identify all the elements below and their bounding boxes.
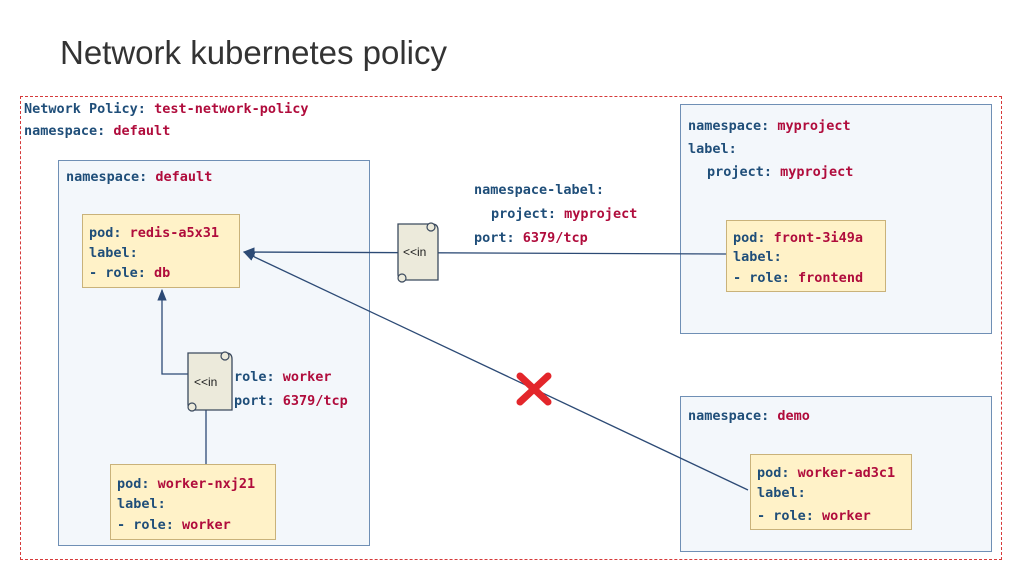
- policy-name-key: Network Policy:: [24, 101, 146, 117]
- scroll-label: <<in: [194, 375, 217, 389]
- role-value: db: [154, 265, 171, 281]
- pod-worker-demo: pod: worker-ad3c1 label: - role: worker: [750, 454, 912, 530]
- ns-myproject-project-key: project:: [707, 164, 773, 180]
- rule-project-value: myproject: [564, 206, 638, 222]
- rule-pod-text: role: worker port: 6379/tcp: [234, 365, 348, 413]
- ns-myproject-label-key: label:: [688, 141, 737, 157]
- edge-worker-to-redis-upper: [157, 288, 190, 375]
- namespace-demo-label: namespace: demo: [688, 405, 810, 427]
- policy-namespace-value: default: [113, 123, 171, 139]
- label-key: label:: [89, 245, 138, 261]
- role-key: - role:: [733, 270, 790, 286]
- ns-demo-key: namespace:: [688, 408, 770, 424]
- role-value: worker: [182, 517, 231, 533]
- ns-default-value: default: [155, 169, 213, 185]
- rule-role-value: worker: [282, 369, 332, 385]
- role-key: - role:: [117, 517, 174, 533]
- role-key: - role:: [89, 265, 146, 281]
- role-key: - role:: [757, 508, 814, 524]
- namespace-myproject-box: [680, 104, 992, 334]
- rule-nslabel-key: namespace-label:: [474, 182, 605, 198]
- pod-front: pod: front-3i49a label: - role: frontend: [726, 220, 886, 292]
- ns-myproject-value: myproject: [777, 118, 851, 134]
- policy-namespace-key: namespace:: [24, 123, 106, 139]
- ns-myproject-project-value: myproject: [780, 164, 854, 180]
- role-value: worker: [822, 508, 871, 524]
- rule-port-value: 6379/tcp: [282, 393, 348, 409]
- scroll-label: <<in: [403, 245, 426, 259]
- ns-demo-value: demo: [777, 408, 810, 424]
- pod-name: worker-ad3c1: [797, 465, 896, 481]
- label-key: label:: [733, 249, 782, 265]
- pod-key: pod:: [89, 225, 122, 241]
- edge-front-to-redis: [242, 247, 727, 257]
- ns-default-key: namespace:: [66, 169, 148, 185]
- ingress-scroll-pod: <<in: [187, 351, 233, 412]
- ingress-scroll-namespace: <<in: [397, 222, 439, 283]
- policy-name-value: test-network-policy: [154, 101, 309, 117]
- rule-port-value: 6379/tcp: [522, 230, 588, 246]
- rule-port-key: port:: [234, 393, 275, 409]
- namespace-default-label: namespace: default: [66, 166, 212, 188]
- network-policy-boundary: [20, 96, 1002, 560]
- pod-key: pod:: [757, 465, 790, 481]
- rule-port-key: port:: [474, 230, 515, 246]
- policy-header: Network Policy: test-network-policy name…: [24, 98, 309, 142]
- rule-role-key: role:: [234, 369, 275, 385]
- page-title: Network kubernetes policy: [60, 34, 448, 71]
- pod-key: pod:: [117, 476, 150, 492]
- deny-x-icon: [516, 372, 552, 406]
- ns-myproject-key: namespace:: [688, 118, 770, 134]
- pod-name: redis-a5x31: [129, 225, 220, 241]
- role-value: frontend: [798, 270, 864, 286]
- rule-project-key: project:: [491, 206, 557, 222]
- pod-worker-default: pod: worker-nxj21 label: - role: worker: [110, 464, 276, 540]
- pod-key: pod:: [733, 230, 766, 246]
- label-key: label:: [757, 485, 806, 501]
- pod-name: front-3i49a: [773, 230, 864, 246]
- edge-demo-worker-to-redis: [242, 251, 749, 491]
- pod-redis: pod: redis-a5x31 label: - role: db: [82, 214, 240, 288]
- namespace-myproject-labels: namespace: myproject label: project: myp…: [688, 115, 853, 184]
- label-key: label:: [117, 496, 166, 512]
- rule-namespace-text: namespace-label: project: myproject port…: [474, 178, 637, 250]
- pod-name: worker-nxj21: [157, 476, 256, 492]
